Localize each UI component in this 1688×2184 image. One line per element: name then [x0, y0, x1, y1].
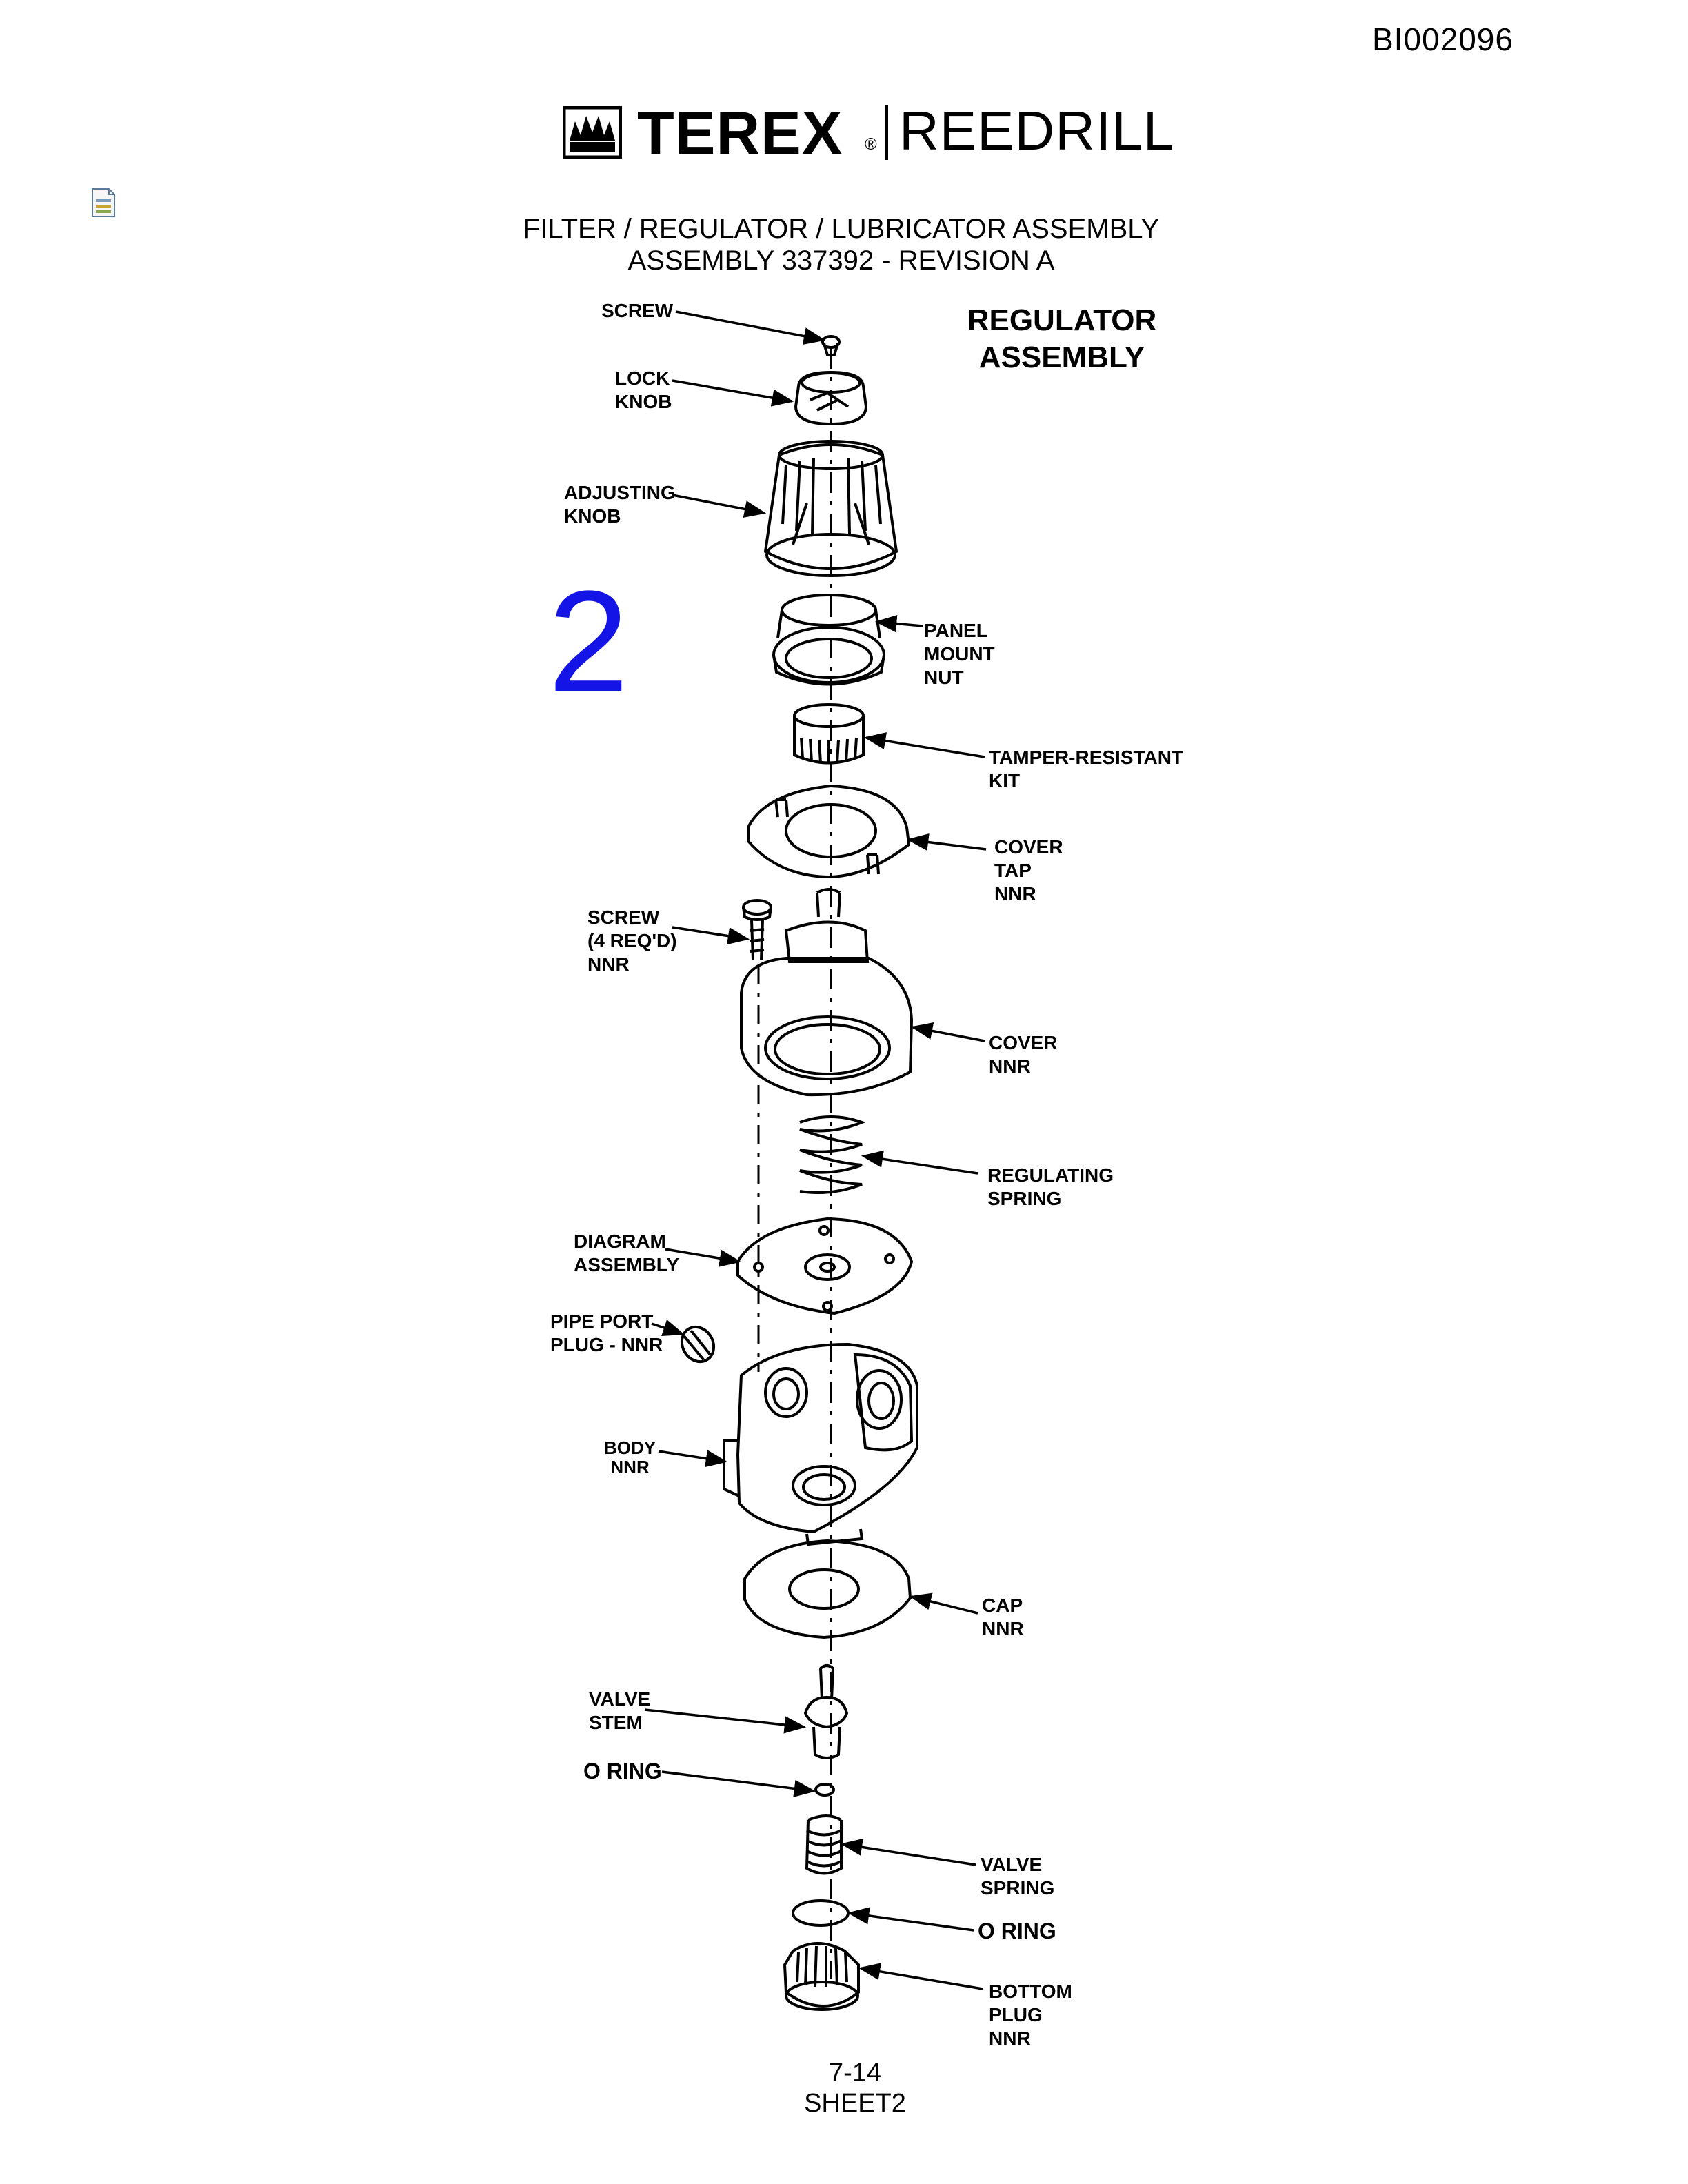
page-number: 7-14: [828, 2059, 882, 2087]
brand-name: TEREX: [637, 99, 843, 167]
part-lock-knob: [794, 370, 868, 426]
label-cover-tap: COVER TAP NNR: [994, 836, 1063, 904]
part-adjusting-knob: [763, 440, 898, 577]
part-regulating-spring: [799, 1115, 866, 1195]
assembly-subtitle: ASSEMBLY 337392 - REVISION A: [627, 245, 1055, 276]
label-valve-stem: VALVE STEM: [589, 1688, 651, 1733]
registered-mark: ®: [865, 135, 877, 154]
label-panel-mount-nut: PANEL MOUNT NUT: [924, 620, 995, 688]
part-valve-stem: [803, 1664, 849, 1759]
part-cover: [740, 888, 914, 1097]
part-o-ring-large: [792, 1899, 850, 1927]
logo-divider: [885, 105, 888, 160]
sheet-label: SHEET2: [804, 2089, 906, 2118]
label-screw-4-reqd: SCREW (4 REQ'D) NNR: [587, 907, 677, 975]
terex-reedrill-logo: TEREX ® REEDRILL: [563, 99, 1183, 171]
label-screw: SCREW: [601, 300, 674, 321]
sheet-number: 2: [548, 560, 629, 722]
part-cover-tap: [747, 784, 911, 879]
label-o-ring-1: O RING: [583, 1759, 662, 1783]
assembly-title: FILTER / REGULATOR / LUBRICATOR ASSEMBLY: [523, 214, 1160, 244]
part-tamper-resistant-kit: [793, 703, 865, 765]
product-name: REEDRILL: [899, 100, 1175, 161]
part-panel-mount-nut: [772, 594, 885, 686]
label-cover: COVER NNR: [989, 1032, 1058, 1077]
document-id: BI002096: [1372, 21, 1514, 57]
leader-arrows: [644, 310, 987, 1990]
label-body: BODY NNR: [604, 1437, 656, 1477]
part-o-ring-small: [814, 1783, 835, 1797]
terex-logo-icon: [563, 106, 622, 159]
document-attachment-icon[interactable]: [90, 188, 117, 218]
label-tamper-resistant-kit: TAMPER-RESISTANT KIT: [989, 747, 1184, 791]
part-cap: [743, 1539, 912, 1639]
part-pipe-port-plug: [680, 1325, 716, 1364]
label-cap: CAP NNR: [982, 1595, 1024, 1639]
part-body: [723, 1342, 918, 1546]
label-pipe-port-plug: PIPE PORT PLUG - NNR: [550, 1311, 663, 1355]
label-lock-knob: LOCK KNOB: [615, 367, 672, 412]
label-adjusting-knob: ADJUSTING KNOB: [564, 482, 676, 527]
part-valve-spring: [805, 1814, 843, 1875]
part-screw-4-reqd: [742, 899, 772, 960]
label-bottom-plug: BOTTOM PLUG NNR: [989, 1981, 1072, 2049]
label-o-ring-2: O RING: [978, 1919, 1056, 1943]
label-diagram-assembly: DIAGRAM ASSEMBLY: [574, 1231, 680, 1275]
label-regulating-spring: REGULATING SPRING: [987, 1164, 1114, 1209]
part-diagram-assembly: [736, 1217, 914, 1315]
part-bottom-plug: [783, 1942, 860, 2011]
section-title: REGULATOR ASSEMBLY: [967, 303, 1157, 374]
label-valve-spring: VALVE SPRING: [981, 1854, 1055, 1899]
